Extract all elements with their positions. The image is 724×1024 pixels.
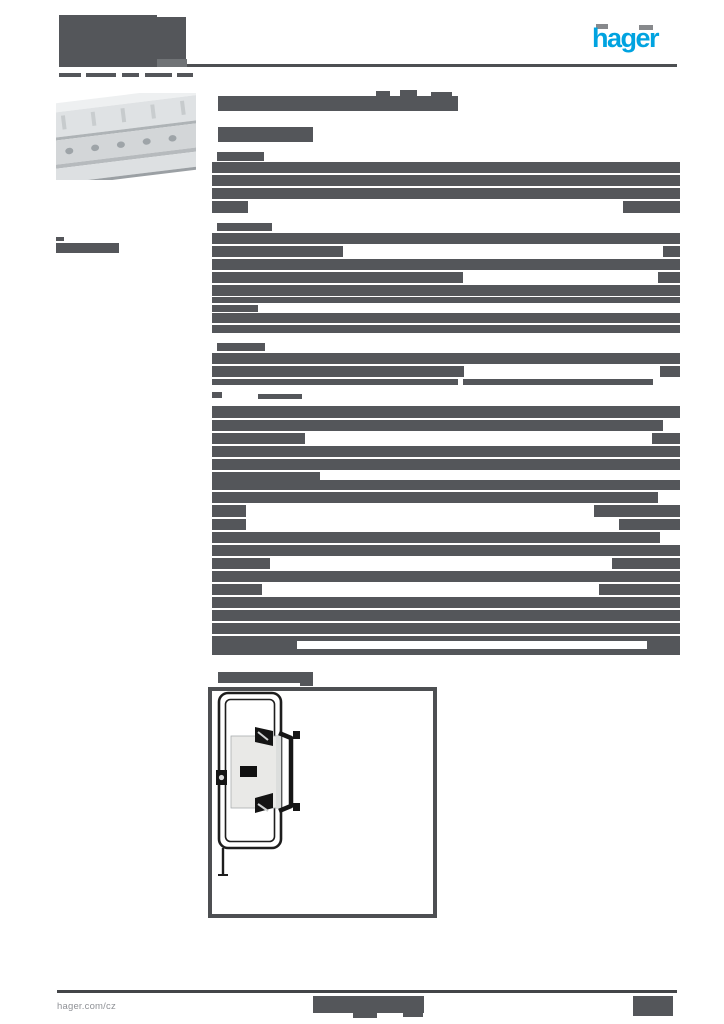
redacted-text-bar: [218, 127, 313, 142]
hager-logo: hager: [592, 23, 660, 53]
redacted-text-bar: [212, 233, 680, 244]
bottom-clip: [255, 793, 273, 813]
redacted-text-bar: [212, 246, 343, 257]
redacted-text-bar: [212, 420, 663, 431]
device-shading: [276, 736, 281, 808]
redacted-text-bar: [212, 636, 680, 641]
redacted-text-bar: [212, 480, 680, 490]
redacted-text-bar: [212, 366, 464, 377]
redacted-text-bar: [212, 641, 297, 649]
redacted-text-bar: [596, 24, 608, 29]
redacted-text-bar: [353, 1012, 377, 1018]
redacted-text-bar: [612, 558, 680, 569]
bracket-screw-bottom: [293, 803, 300, 811]
redacted-text-bar: [212, 623, 680, 634]
redacted-text-bar: [212, 505, 246, 517]
mounting-bracket: [278, 730, 294, 814]
product-photo: [56, 93, 196, 180]
redacted-text-bar: [212, 379, 458, 385]
redacted-text-bar: [212, 188, 680, 199]
redacted-text-bar: [57, 990, 677, 993]
redacted-text-bar: [633, 996, 673, 1016]
redacted-text-bar: [122, 73, 139, 77]
redacted-text-bar: [177, 73, 193, 77]
redacted-text-bar: [258, 394, 302, 399]
redacted-text-bar: [217, 223, 272, 231]
redacted-text-bar: [658, 272, 680, 283]
redacted-text-bar: [212, 545, 680, 556]
redacted-text-bar: [212, 201, 248, 213]
redacted-text-bar: [56, 243, 119, 253]
redacted-text-bar: [300, 681, 313, 686]
redacted-text-bar: [59, 64, 677, 67]
redacted-text-bar: [212, 597, 680, 608]
redacted-text-bar: [217, 152, 264, 161]
redacted-text-bar: [212, 459, 680, 470]
redacted-text-bar: [313, 996, 424, 1013]
redacted-text-bar: [212, 175, 680, 186]
redacted-text-bar: [639, 25, 653, 30]
redacted-text-bar: [212, 392, 222, 398]
redacted-text-bar: [212, 297, 680, 303]
redacted-text-bar: [212, 353, 680, 364]
footer-website-link[interactable]: hager.com/cz: [57, 1001, 116, 1012]
redacted-text-bar: [212, 571, 680, 582]
redacted-text-bar: [212, 492, 658, 503]
redacted-text-bar: [212, 162, 680, 173]
redacted-text-bar: [212, 406, 680, 418]
steel-trunking-image: [56, 93, 196, 180]
redacted-text-bar: [212, 272, 463, 283]
redacted-text-bar: [463, 379, 653, 385]
mounting-diagram: [216, 691, 300, 876]
redacted-text-bar: [157, 59, 187, 67]
redacted-text-bar: [56, 237, 64, 241]
redacted-text-bar: [212, 558, 270, 569]
redacted-text-bar: [403, 1012, 423, 1017]
redacted-text-bar: [212, 285, 680, 296]
redacted-text-bar: [599, 584, 680, 595]
redacted-text-bar: [400, 90, 417, 96]
bracket-screw-top: [293, 731, 300, 739]
device-terminal: [240, 766, 257, 777]
redacted-text-bar: [212, 532, 660, 543]
redacted-text-bar: [212, 610, 680, 621]
redacted-text-bar: [212, 259, 680, 270]
redacted-text-bar: [652, 433, 680, 444]
redacted-text-bar: [212, 649, 680, 655]
redacted-text-bar: [212, 305, 258, 312]
redacted-text-bar: [647, 641, 680, 649]
redacted-text-bar: [212, 584, 262, 595]
redacted-text-bar: [212, 446, 680, 457]
redacted-text-bar: [145, 73, 172, 77]
redacted-text-bar: [594, 505, 680, 517]
redacted-text-bar: [376, 91, 390, 97]
redacted-text-bar: [660, 366, 680, 377]
redacted-text-bar: [663, 246, 680, 257]
redacted-text-bar: [59, 15, 157, 67]
redacted-text-bar: [157, 17, 186, 59]
redacted-text-bar: [212, 433, 305, 444]
redacted-text-bar: [212, 313, 680, 323]
redacted-text-bar: [218, 96, 458, 111]
redacted-text-bar: [86, 73, 116, 77]
redacted-text-bar: [212, 472, 320, 480]
redacted-text-bar: [218, 672, 313, 683]
redacted-text-bar: [217, 343, 265, 351]
redacted-text-bar: [623, 201, 680, 213]
redacted-text-bar: [431, 92, 452, 97]
redacted-text-bar: [212, 325, 680, 333]
redacted-text-bar: [59, 73, 81, 77]
redacted-text-bar: [619, 519, 680, 530]
redacted-text-bar: [212, 519, 246, 530]
